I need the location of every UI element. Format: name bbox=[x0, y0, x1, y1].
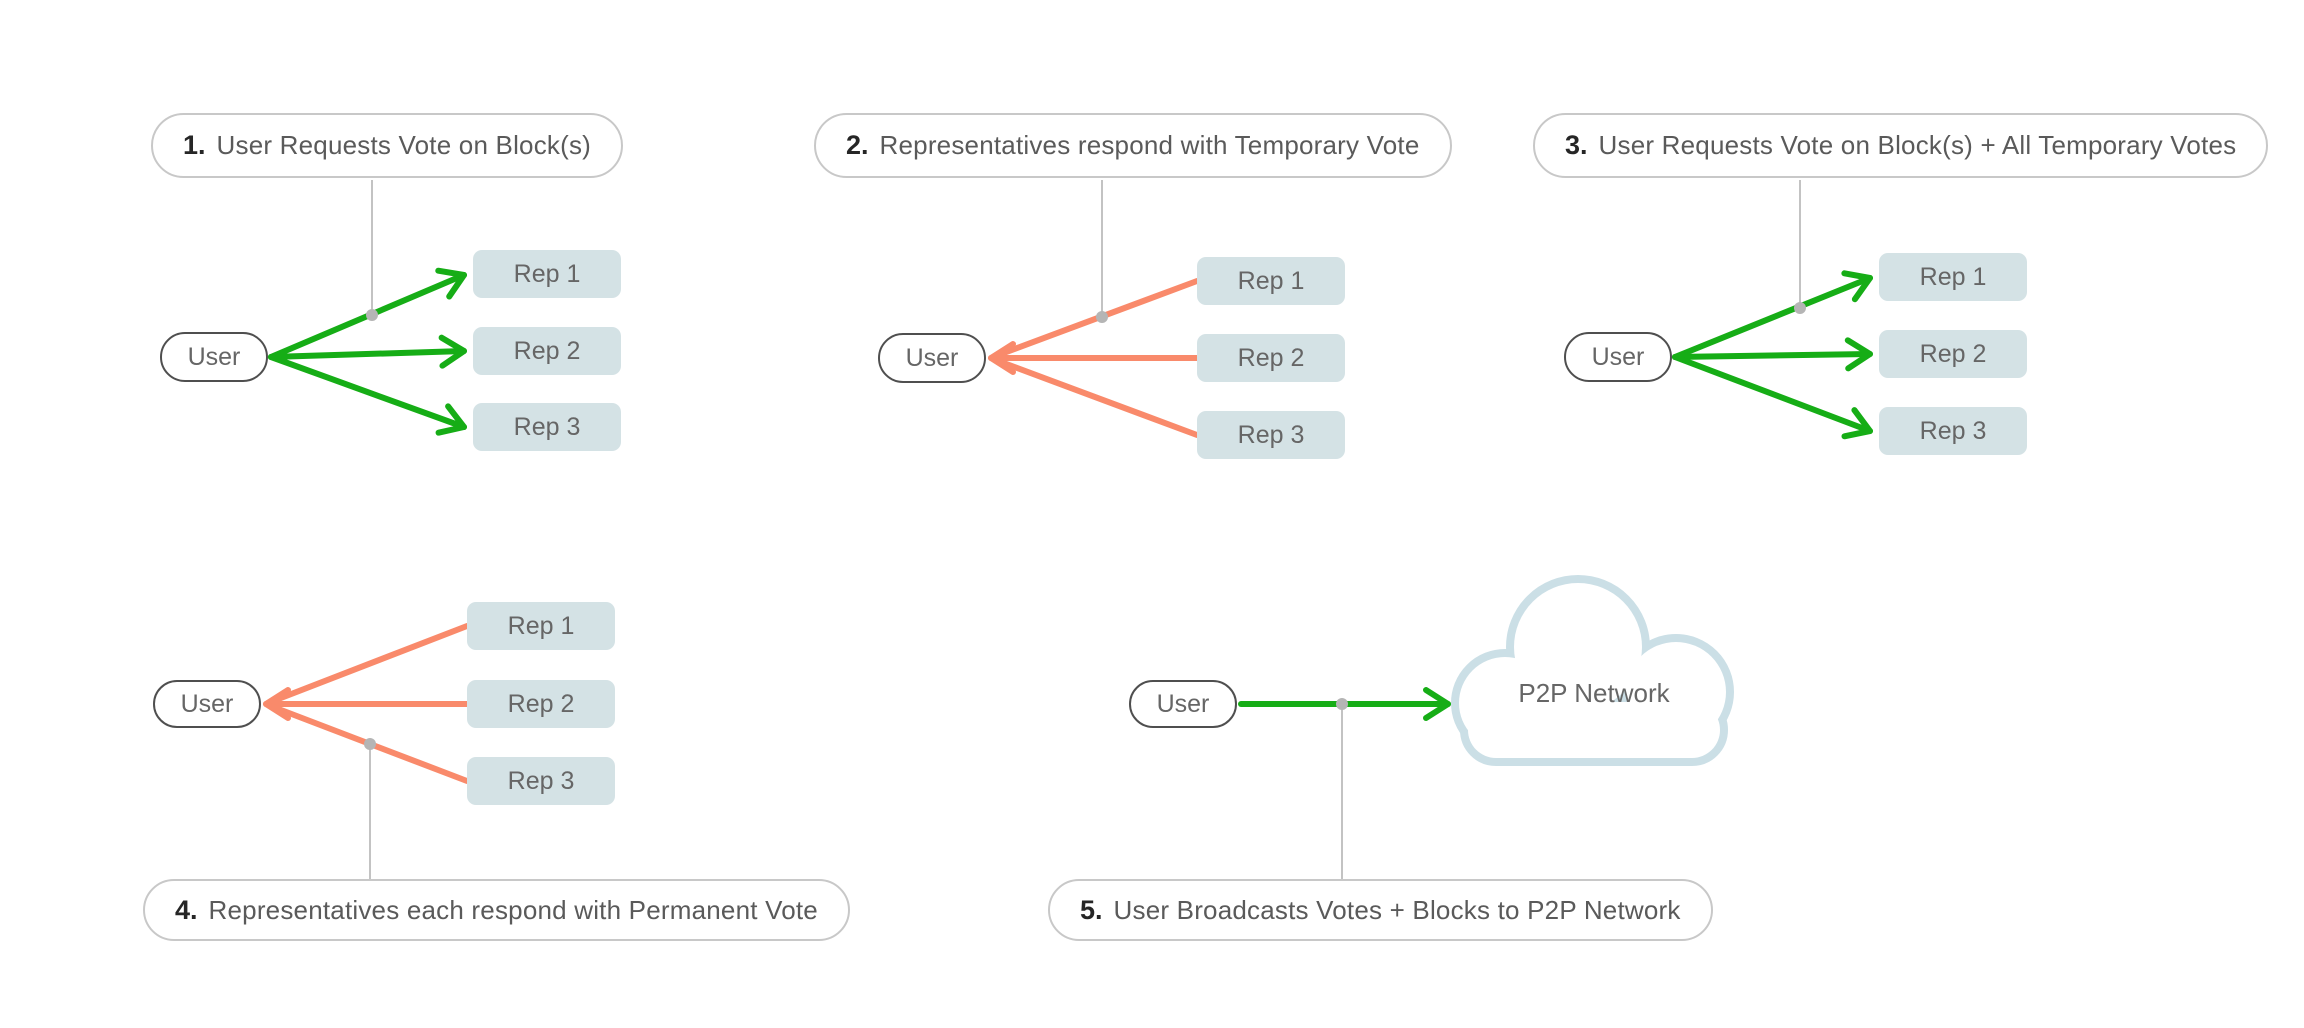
connector-dot-step2 bbox=[1096, 311, 1108, 323]
arrow-p3-user-to-rep1 bbox=[1672, 270, 1873, 360]
arrow-p3-user-to-rep3 bbox=[1672, 354, 1873, 440]
step-number-1: 1. bbox=[183, 130, 206, 160]
step-text-1: User Requests Vote on Block(s) bbox=[216, 130, 592, 160]
connector-dot-step4 bbox=[364, 738, 376, 750]
p2p-cloud bbox=[1451, 575, 1734, 766]
step-number-3: 3. bbox=[1565, 130, 1588, 160]
arrow-p4-rep1-to-user bbox=[265, 623, 470, 706]
arrow-p2-rep1-to-user bbox=[990, 278, 1200, 360]
rep2-node-p1: Rep 2 bbox=[473, 327, 621, 375]
user-node-p3: User bbox=[1564, 332, 1672, 382]
step-label-3: 3. User Requests Vote on Block(s) + All … bbox=[1533, 113, 2269, 178]
rep3-node-p3: Rep 3 bbox=[1879, 407, 2027, 455]
p2p-network-label: P2P Network bbox=[1518, 678, 1670, 708]
user-node-p5: User bbox=[1129, 680, 1237, 728]
step-label-1: 1. User Requests Vote on Block(s) bbox=[151, 113, 624, 178]
step-number-2: 2. bbox=[846, 130, 869, 160]
step-number-4: 4. bbox=[175, 894, 198, 925]
rep2-node-p2: Rep 2 bbox=[1197, 334, 1345, 382]
step-label-2: 2. Representatives respond with Temporar… bbox=[814, 113, 1452, 178]
rep1-node-p2: Rep 1 bbox=[1197, 257, 1345, 305]
arrow-p1-user-to-rep2 bbox=[268, 334, 467, 369]
connector-dot-step1 bbox=[366, 309, 378, 321]
step-text-4: Representatives each respond with Perman… bbox=[208, 894, 818, 925]
step-text-3: User Requests Vote on Block(s) + All Tem… bbox=[1598, 130, 2237, 160]
rep2-node-p3: Rep 2 bbox=[1879, 330, 2027, 378]
rep1-node-p4: Rep 1 bbox=[467, 602, 615, 650]
rep3-node-p1: Rep 3 bbox=[473, 403, 621, 451]
arrow-p2-rep3-to-user bbox=[990, 356, 1200, 438]
rep1-node-p3: Rep 1 bbox=[1879, 253, 2027, 301]
rep3-node-p4: Rep 3 bbox=[467, 757, 615, 805]
arrow-p1-user-to-rep3 bbox=[268, 354, 467, 436]
user-node-p4: User bbox=[153, 680, 261, 728]
user-node-p1: User bbox=[160, 332, 268, 382]
rep1-node-p1: Rep 1 bbox=[473, 250, 621, 298]
step-number-5: 5. bbox=[1080, 894, 1103, 925]
step-label-5: 5. User Broadcasts Votes + Blocks to P2P… bbox=[1048, 879, 1713, 941]
rep3-node-p2: Rep 3 bbox=[1197, 411, 1345, 459]
user-node-p2: User bbox=[878, 333, 986, 383]
rep2-node-p4: Rep 2 bbox=[467, 680, 615, 728]
connector-dot-step3 bbox=[1794, 302, 1806, 314]
step-text-2: Representatives respond with Temporary V… bbox=[879, 130, 1420, 160]
step-label-4: 4. Representatives each respond with Per… bbox=[143, 879, 850, 941]
connector-dot-step5 bbox=[1336, 698, 1348, 710]
arrow-p3-user-to-rep2 bbox=[1672, 337, 1873, 372]
step-text-5: User Broadcasts Votes + Blocks to P2P Ne… bbox=[1113, 894, 1681, 925]
